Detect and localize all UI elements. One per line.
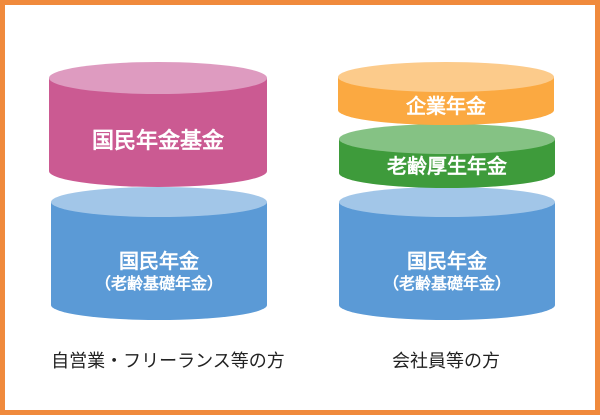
cylinder-top [339,187,555,217]
cylinder-side [51,202,267,320]
cylinder-top [51,187,267,217]
cylinder-side [49,78,267,187]
layer-label: 企業年金 [405,94,487,118]
layer-label: 国民年金 [119,249,200,273]
cylinder-top [338,62,554,92]
right-column-caption: 会社員等の方 [392,351,500,372]
layer-label: 国民年金基金 [92,128,225,154]
cylinder-side [339,202,555,320]
right-cylinder-kigyo-nenkin: 企業年金 [338,62,554,125]
layer-sublabel: （老齢基礎年金） [383,274,511,293]
left-cylinder-kokumin-nenkin-kikin: 国民年金基金 [49,62,267,187]
left-column-caption: 自営業・フリーランス等の方 [51,351,285,372]
layer-label: 国民年金 [407,249,488,273]
pension-diagram: 国民年金 （老齢基礎年金） 国民年金基金 国民年金 （老齢基礎年金） 老齢厚生年… [49,62,555,372]
left-cylinder-kokumin-nenkin: 国民年金 （老齢基礎年金） [51,187,267,320]
right-cylinder-rorei-kosei-nenkin: 老齢厚生年金 [339,124,555,188]
layer-label: 老齢厚生年金 [387,154,508,178]
cylinder-top [49,62,267,94]
right-cylinder-kokumin-nenkin: 国民年金 （老齢基礎年金） [339,187,555,320]
layer-sublabel: （老齢基礎年金） [95,274,223,293]
cylinder-top [339,124,555,154]
